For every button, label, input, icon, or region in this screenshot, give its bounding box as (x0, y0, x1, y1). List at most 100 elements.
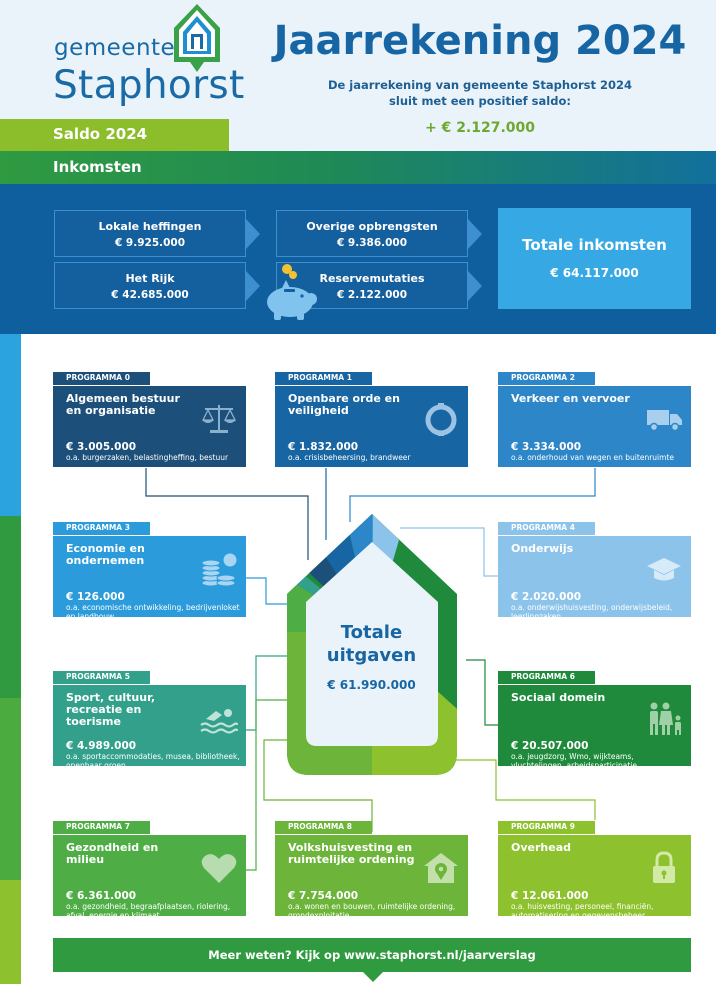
programma-card-8: Volkshuisvesting en ruimtelijke ordening… (275, 835, 468, 920)
total-expenses-value: € 61.990.000 (327, 678, 416, 692)
income-value: € 9.925.000 (114, 237, 186, 249)
lifebuoy-icon (425, 403, 457, 436)
programma-amount: € 12.061.000 (511, 890, 589, 902)
heart-icon (201, 854, 237, 883)
house-pin-icon (424, 853, 458, 883)
programma-tag: PROGRAMMA 5 (53, 671, 150, 684)
income-label: Overige opbrengsten (306, 220, 438, 233)
programma-title: Gezondheid en milieu (66, 841, 159, 866)
programma-desc: o.a. sportaccommodaties, musea, biblioth… (66, 752, 240, 770)
sidebar-stripe-lime (0, 880, 21, 984)
programma-desc: o.a. onderhoud van wegen en buitenruimte (511, 453, 674, 462)
truck-icon (647, 410, 682, 432)
income-box-het-rijk: Het Rijk € 42.685.000 (54, 262, 246, 309)
footer-pointer-icon (362, 971, 384, 982)
programma-card-2: Verkeer en vervoer € 3.334.000 o.a. onde… (498, 386, 691, 467)
arrow-right-icon (246, 271, 260, 301)
income-label: Lokale heffingen (98, 220, 202, 233)
programma-card-5: Sport, cultuur, recreatie en toerisme € … (53, 685, 246, 770)
total-expenses-title-line-1: Totale (340, 622, 403, 643)
income-value: € 42.685.000 (111, 289, 189, 301)
logo-text-staphorst: Staphorst (53, 63, 245, 108)
intro-line-1: De jaarrekening van gemeente Staphorst 2… (327, 78, 633, 92)
programma-amount: € 20.507.000 (511, 740, 589, 752)
total-expenses-house (287, 514, 457, 775)
intro-line-2: sluit met een positief saldo: (389, 94, 571, 108)
coins-icon (201, 552, 238, 586)
total-income-box: Totale inkomsten € 64.117.000 (498, 208, 691, 309)
swimmer-icon (200, 709, 238, 734)
programma-card-3: Economie en ondernemen € 126.000 o.a. ec… (53, 536, 246, 621)
sidebar-stripe-blue (0, 334, 21, 516)
inkomsten-bar (0, 151, 716, 184)
programma-desc: o.a. economische ontwikkeling, bedrijven… (66, 603, 240, 621)
padlock-icon (653, 851, 675, 883)
programma-tag: PROGRAMMA 4 (498, 522, 595, 535)
income-box-lokale-heffingen: Lokale heffingen € 9.925.000 (54, 210, 246, 257)
page-title: Jaarrekening 2024 (273, 18, 687, 64)
saldo-value: + € 2.127.000 (424, 120, 536, 136)
income-value: € 9.386.000 (336, 237, 408, 249)
programma-desc: o.a. burgerzaken, belastingheffing, best… (66, 453, 229, 462)
arrow-right-icon (468, 219, 482, 249)
programma-amount: € 1.832.000 (288, 441, 359, 453)
income-box-overige-opbrengsten: Overige opbrengsten € 9.386.000 (276, 210, 468, 257)
logo-mark-icon (174, 4, 220, 72)
programma-title: Openbare orde en veiligheid (288, 392, 400, 417)
programma-amount: € 7.754.000 (288, 890, 359, 902)
programma-tag: PROGRAMMA 1 (275, 372, 372, 385)
logo-text-gemeente: gemeente (54, 35, 176, 61)
programma-amount: € 4.989.000 (66, 740, 137, 752)
programma-amount: € 2.020.000 (511, 591, 582, 603)
programma-desc: o.a. jeugdzorg, Wmo, wijkteams, vluchtel… (511, 752, 637, 770)
scales-icon (201, 405, 237, 433)
family-icon (650, 702, 681, 735)
programma-title: Volkshuisvesting en ruimtelijke ordening (288, 841, 415, 866)
programma-tag: PROGRAMMA 8 (275, 821, 372, 834)
total-expenses-title-line-2: uitgaven (326, 645, 417, 666)
footer-banner[interactable]: Meer weten? Kijk op www.staphorst.nl/jaa… (53, 938, 691, 972)
income-box-reservemutaties: Reservemutaties € 2.122.000 (276, 262, 468, 309)
income-label: Het Rijk (125, 272, 175, 285)
arrow-right-icon (468, 271, 482, 301)
programma-card-9: Overhead € 12.061.000 o.a. huisvesting, … (498, 835, 691, 920)
inkomsten-label: Inkomsten (53, 158, 142, 176)
programma-amount: € 6.361.000 (66, 890, 137, 902)
programma-tag: PROGRAMMA 7 (53, 821, 150, 834)
programma-title: Sport, cultuur, recreatie en toerisme (66, 691, 156, 728)
saldo-label: Saldo 2024 (53, 125, 148, 143)
programma-desc: o.a. huisvesting, personeel, financiën, … (511, 902, 654, 920)
income-label: Reservemutaties (319, 272, 425, 285)
programma-amount: € 3.334.000 (511, 441, 582, 453)
total-income-label: Totale inkomsten (522, 236, 667, 254)
saldo-bar (0, 119, 229, 151)
programma-card-1: Openbare orde en veiligheid € 1.832.000 … (275, 386, 468, 467)
arrow-right-icon (246, 219, 260, 249)
programma-desc: o.a. wonen en bouwen, ruimtelijke ordeni… (288, 902, 456, 920)
income-value: € 2.122.000 (336, 289, 408, 301)
total-income-value: € 64.117.000 (550, 266, 639, 280)
programma-title: Onderwijs (511, 542, 574, 555)
programma-tag: PROGRAMMA 3 (53, 522, 150, 535)
programma-title: Verkeer en vervoer (511, 392, 630, 405)
programma-amount: € 126.000 (66, 591, 125, 603)
sidebar-stripe-midgreen (0, 698, 21, 880)
programma-tag: PROGRAMMA 0 (53, 372, 150, 385)
programma-title: Sociaal domein (511, 691, 606, 704)
programma-tag: PROGRAMMA 9 (498, 821, 595, 834)
programma-tag: PROGRAMMA 6 (498, 671, 595, 684)
programma-title: Overhead (511, 841, 571, 854)
graduation-cap-icon (647, 558, 681, 581)
programma-card-0: Algemeen bestuur en organisatie € 3.005.… (53, 386, 246, 467)
sidebar-stripe-green (0, 516, 21, 698)
programma-title: Economie en ondernemen (66, 542, 145, 567)
programma-card-6: Sociaal domein € 20.507.000 o.a. jeugdzo… (498, 685, 691, 770)
programma-tag: PROGRAMMA 2 (498, 372, 595, 385)
programma-desc: o.a. onderwijshuisvesting, onderwijsbele… (511, 603, 673, 621)
programma-desc: o.a. crisisbeheersing, brandweer (288, 453, 411, 462)
programma-card-4: Onderwijs € 2.020.000 o.a. onderwijshuis… (498, 536, 691, 621)
piggy-bank-icon (267, 264, 317, 320)
programma-amount: € 3.005.000 (66, 441, 137, 453)
programma-title: Algemeen bestuur en organisatie (66, 392, 180, 417)
